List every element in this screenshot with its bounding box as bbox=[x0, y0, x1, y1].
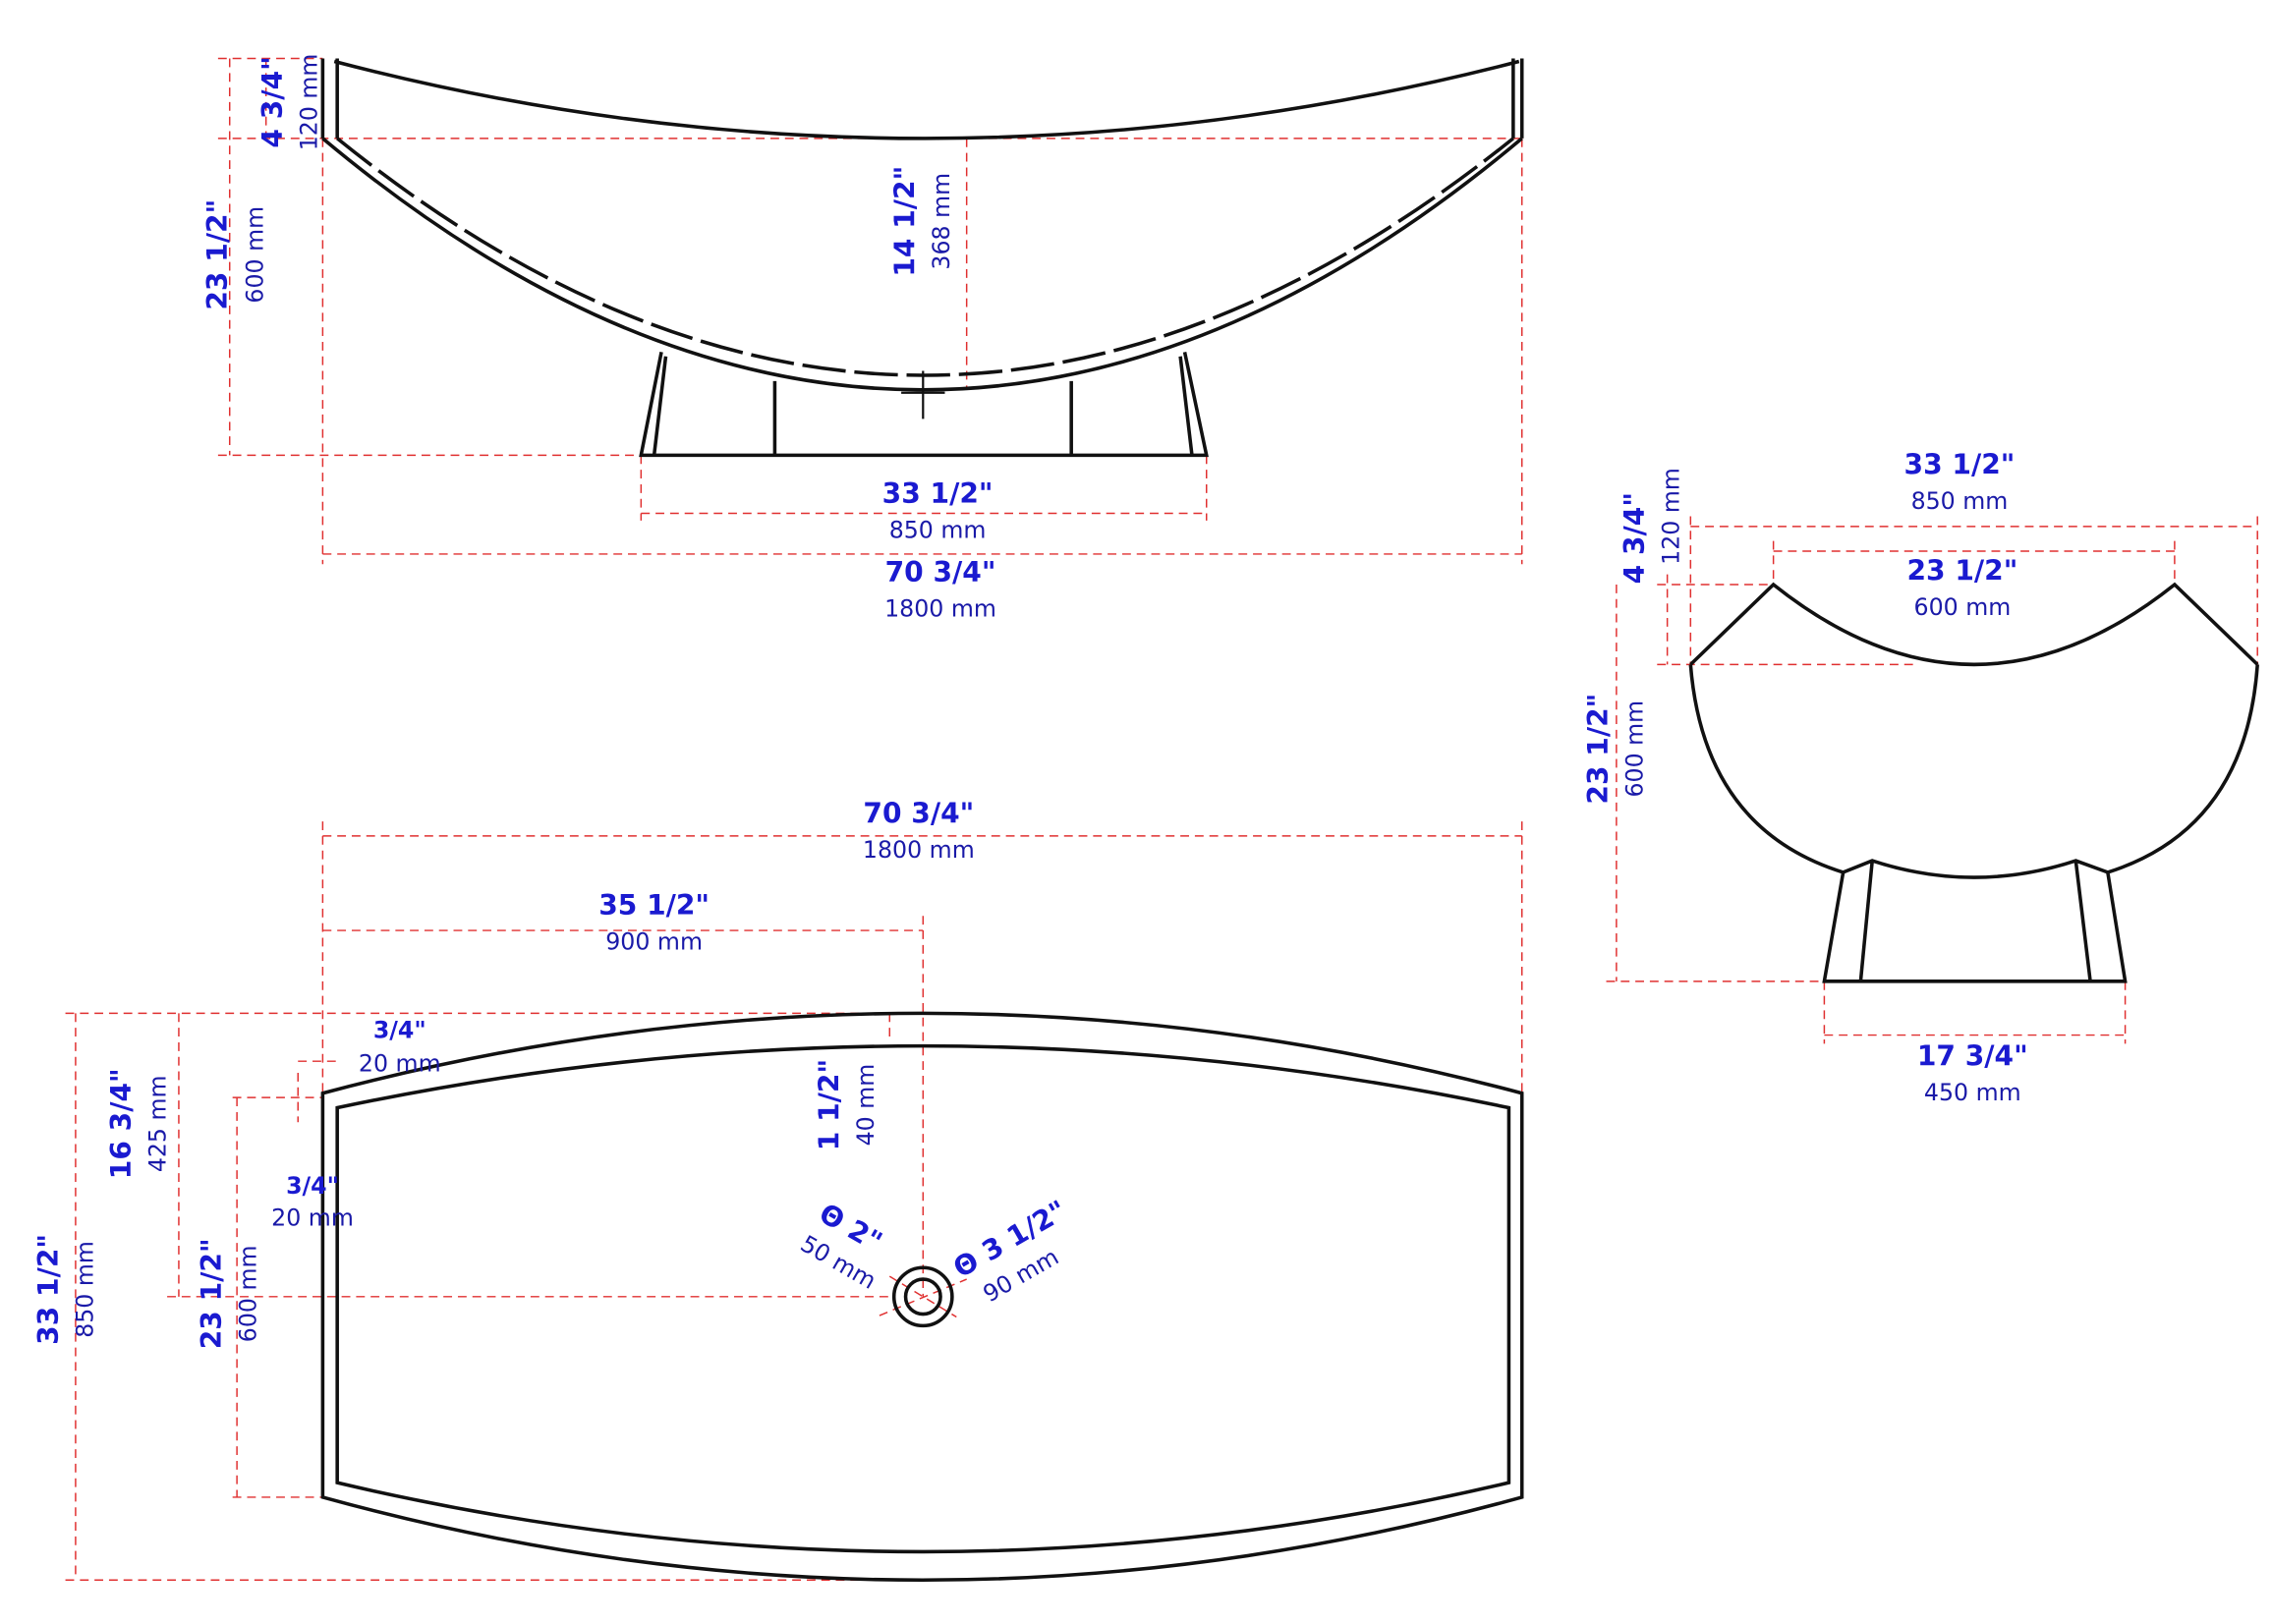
top-half-width-metric: 425 mm bbox=[144, 1075, 172, 1172]
top-view-dimension-lines bbox=[65, 821, 1523, 1582]
top-wall-side-imperial: 3/4" bbox=[373, 1017, 426, 1044]
top-total-width-imperial: 33 1/2" bbox=[32, 1234, 65, 1345]
top-rim-thickness-metric: 40 mm bbox=[852, 1064, 880, 1147]
top-rim-thickness-imperial: 1 1/2" bbox=[814, 1059, 846, 1150]
side-basin-depth-metric: 368 mm bbox=[928, 173, 955, 270]
end-rim-drop-imperial: 4 3/4" bbox=[1619, 492, 1651, 584]
side-rim-drop-metric: 120 mm bbox=[295, 54, 322, 151]
side-view-outline bbox=[320, 58, 1524, 458]
top-half-length-imperial: 35 1/2" bbox=[598, 889, 710, 922]
end-inner-width-metric: 600 mm bbox=[1914, 593, 2012, 621]
side-total-height-imperial: 23 1/2" bbox=[201, 199, 234, 310]
end-total-width-imperial: 33 1/2" bbox=[1904, 449, 2016, 481]
end-base-width-imperial: 17 3/4" bbox=[1917, 1040, 2028, 1073]
side-total-height-metric: 600 mm bbox=[242, 206, 269, 304]
end-inner-width-imperial: 23 1/2" bbox=[1906, 555, 2017, 588]
top-view: 70 3/4" 1800 mm 35 1/2" 900 mm 3/4" 20 m… bbox=[32, 798, 1524, 1583]
end-view: 33 1/2" 850 mm 23 1/2" 600 mm 4 3/4" 120… bbox=[1582, 449, 2259, 1106]
side-base-length-metric: 850 mm bbox=[889, 517, 987, 544]
top-half-length-metric: 900 mm bbox=[605, 927, 703, 955]
top-wall-end-metric: 20 mm bbox=[271, 1204, 354, 1231]
side-rim-drop-imperial: 4 3/4" bbox=[256, 56, 289, 147]
top-end-width-imperial: 23 1/2" bbox=[196, 1238, 228, 1349]
end-view-dimension-lines bbox=[1606, 516, 2258, 1044]
end-view-outline bbox=[1688, 582, 2259, 983]
top-end-width-metric: 600 mm bbox=[234, 1245, 261, 1342]
top-total-length-imperial: 70 3/4" bbox=[863, 798, 974, 830]
top-wall-end-imperial: 3/4" bbox=[286, 1172, 339, 1200]
drain-outer-circle bbox=[891, 1265, 954, 1328]
side-view-dimension-lines bbox=[217, 57, 1523, 565]
end-rim-drop-metric: 120 mm bbox=[1657, 468, 1684, 565]
top-half-width-imperial: 16 3/4" bbox=[105, 1068, 138, 1179]
top-total-width-metric: 850 mm bbox=[72, 1241, 99, 1338]
side-total-length-metric: 1800 mm bbox=[884, 595, 996, 623]
end-base-width-metric: 450 mm bbox=[1924, 1079, 2021, 1106]
end-height-metric: 600 mm bbox=[1621, 700, 1649, 798]
end-total-width-metric: 850 mm bbox=[1911, 487, 2009, 515]
end-height-imperial: 23 1/2" bbox=[1582, 694, 1615, 805]
top-view-outline bbox=[320, 1011, 1524, 1583]
top-total-length-metric: 1800 mm bbox=[863, 836, 975, 864]
side-base-length-imperial: 33 1/2" bbox=[882, 477, 994, 510]
side-total-length-imperial: 70 3/4" bbox=[885, 556, 996, 588]
top-wall-side-metric: 20 mm bbox=[359, 1050, 441, 1078]
side-basin-depth-imperial: 14 1/2" bbox=[888, 166, 921, 277]
side-view: 23 1/2" 600 mm 4 3/4" 120 mm 14 1/2" 368… bbox=[201, 54, 1524, 623]
drain-inner-circle bbox=[903, 1277, 942, 1316]
